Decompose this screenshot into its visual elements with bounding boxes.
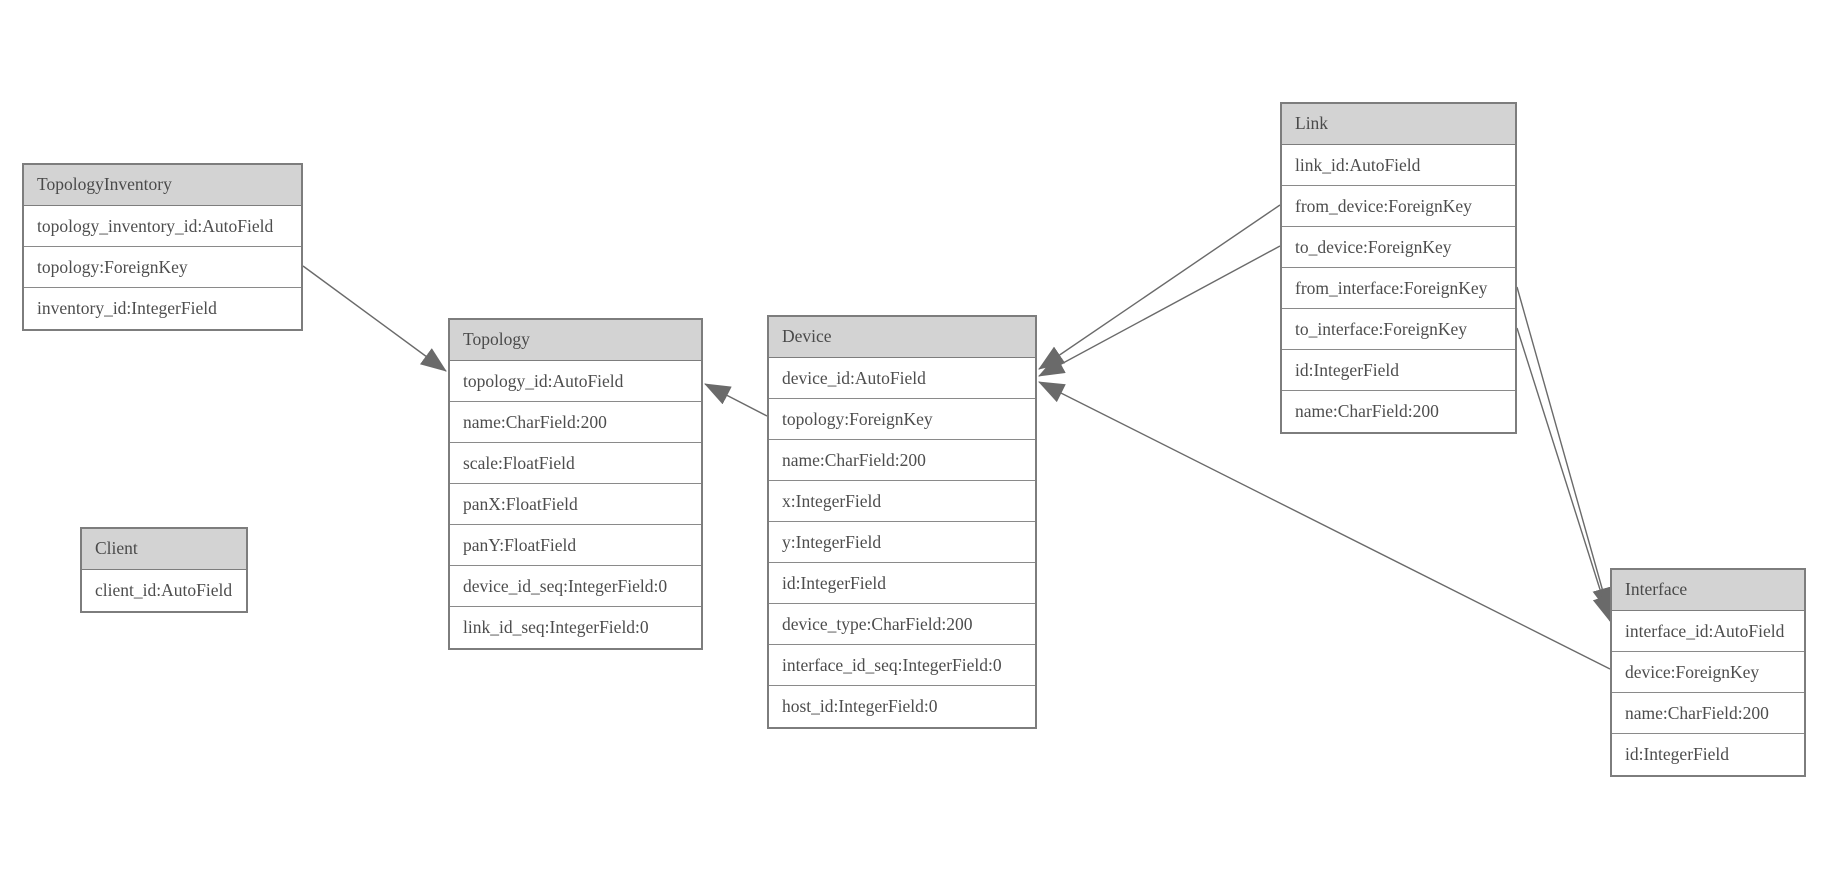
entity-Link-field-to_interface: to_interface:ForeignKey [1282, 309, 1515, 350]
entity-Device-title: Device [769, 317, 1035, 358]
entity-Device-field-name: name:CharField:200 [769, 440, 1035, 481]
relation-TopologyInventory-topology-to-Topology [302, 265, 447, 372]
entity-Topology-field-scale: scale:FloatField [450, 443, 701, 484]
entity-Link-field-to_device: to_device:ForeignKey [1282, 227, 1515, 268]
entity-Interface-title: Interface [1612, 570, 1804, 611]
entity-Link-field-from_interface: from_interface:ForeignKey [1282, 268, 1515, 309]
relation-Device-topology-to-Topology [704, 383, 768, 417]
entity-Topology-field-device_id_seq: device_id_seq:IntegerField:0 [450, 566, 701, 607]
entity-Link-field-from_device: from_device:ForeignKey [1282, 186, 1515, 227]
entity-Topology-field-panY: panY:FloatField [450, 525, 701, 566]
relation-Link-to_device-to-Device [1038, 245, 1281, 377]
entity-Topology-title: Topology [450, 320, 701, 361]
entity-Interface-field-device: device:ForeignKey [1612, 652, 1804, 693]
entity-Client-field-client_id: client_id:AutoField [82, 570, 246, 611]
entity-TopologyInventory-field-inventory_id: inventory_id:IntegerField [24, 288, 301, 329]
entity-Topology-field-link_id_seq: link_id_seq:IntegerField:0 [450, 607, 701, 648]
entity-Link-title: Link [1282, 104, 1515, 145]
entity-Device-field-id: id:IntegerField [769, 563, 1035, 604]
entity-Link-field-name: name:CharField:200 [1282, 391, 1515, 432]
entity-Interface-field-name: name:CharField:200 [1612, 693, 1804, 734]
relation-Link-to_interface-to-Interface [1516, 327, 1612, 622]
entity-Link-field-id: id:IntegerField [1282, 350, 1515, 391]
entity-Device-field-interface_id_seq: interface_id_seq:IntegerField:0 [769, 645, 1035, 686]
entity-Interface-field-interface_id: interface_id:AutoField [1612, 611, 1804, 652]
entity-Device-field-y: y:IntegerField [769, 522, 1035, 563]
entity-Topology-field-topology_id: topology_id:AutoField [450, 361, 701, 402]
entity-Interface-field-id: id:IntegerField [1612, 734, 1804, 775]
entity-Device-field-device_id: device_id:AutoField [769, 358, 1035, 399]
entity-Client-title: Client [82, 529, 246, 570]
entity-Topology-field-panX: panX:FloatField [450, 484, 701, 525]
entity-TopologyInventory-field-topology_inventory_id: topology_inventory_id:AutoField [24, 206, 301, 247]
entity-TopologyInventory-title: TopologyInventory [24, 165, 301, 206]
entity-TopologyInventory-field-topology: topology:ForeignKey [24, 247, 301, 288]
relation-Link-from_device-to-Device [1038, 204, 1281, 370]
entity-Device-field-host_id: host_id:IntegerField:0 [769, 686, 1035, 727]
relation-Link-from_interface-to-Interface [1516, 286, 1612, 614]
entity-Topology-field-name: name:CharField:200 [450, 402, 701, 443]
entity-Device-field-x: x:IntegerField [769, 481, 1035, 522]
entity-Device-field-topology: topology:ForeignKey [769, 399, 1035, 440]
entity-Device-field-device_type: device_type:CharField:200 [769, 604, 1035, 645]
entity-Link-field-link_id: link_id:AutoField [1282, 145, 1515, 186]
